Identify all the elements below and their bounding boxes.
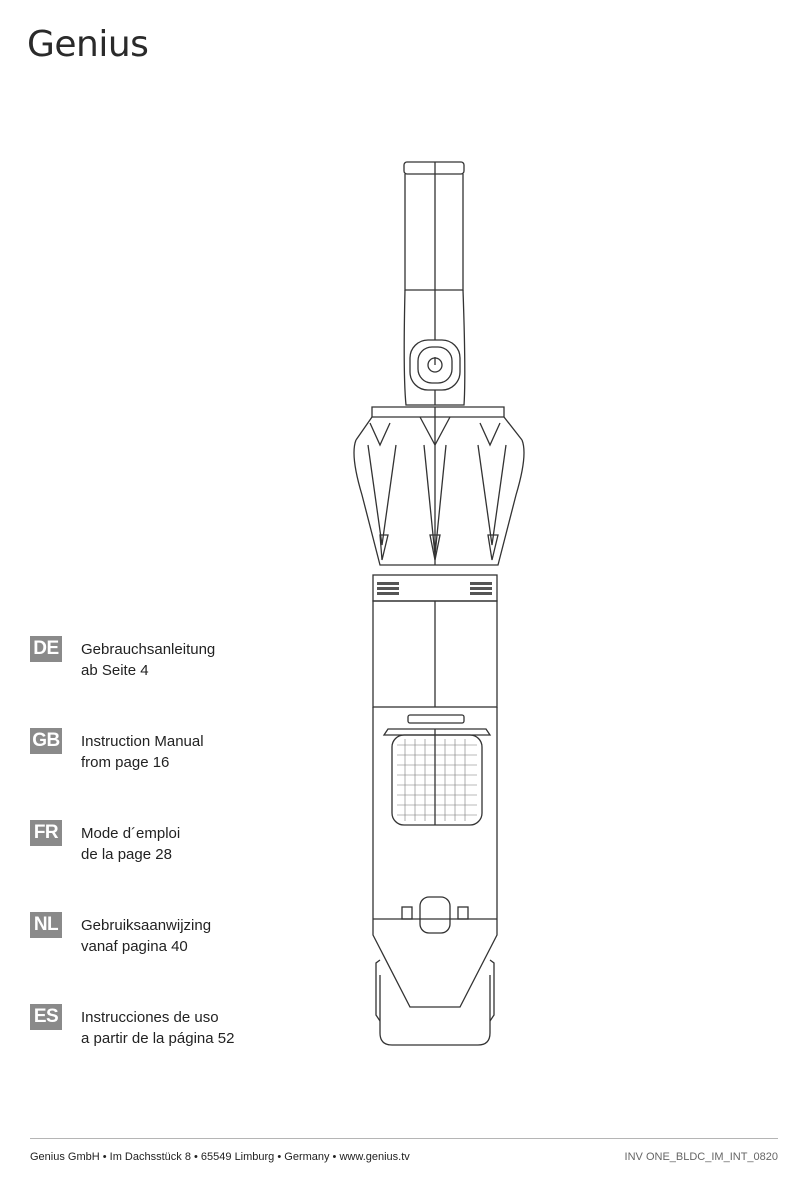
lang-page: ab Seite 4	[81, 662, 149, 679]
lang-description: Mode d´emploi de la page 28	[81, 823, 180, 865]
lang-row-nl: NL Gebruiksaanwijzing vanaf pagina 40	[30, 912, 330, 962]
lang-description: Instruction Manual from page 16	[81, 731, 204, 773]
lang-page: a partir de la página 52	[81, 1030, 235, 1047]
lang-description: Gebrauchsanleitung ab Seite 4	[81, 639, 215, 681]
footer-divider	[30, 1138, 778, 1139]
lang-code-badge: NL	[30, 912, 62, 938]
footer-company: Genius GmbH • Im Dachsstück 8 • 65549 Li…	[30, 1151, 410, 1163]
genius-logo: Genius	[27, 18, 167, 68]
lang-title: Gebrauchsanleitung	[81, 641, 216, 658]
lang-title: Instruction Manual	[81, 733, 204, 750]
lang-code-badge: GB	[30, 728, 62, 754]
lang-row-fr: FR Mode d´emploi de la page 28	[30, 820, 330, 870]
lang-code-badge: FR	[30, 820, 62, 846]
handle	[403, 289, 466, 406]
lang-title: Mode d´emploi	[81, 825, 181, 842]
lang-description: Gebruiksaanwijzing vanaf pagina 40	[81, 915, 211, 957]
cyclone-head	[353, 406, 525, 566]
lang-row-de: DE Gebrauchsanleitung ab Seite 4	[30, 636, 330, 686]
lang-title: Instrucciones de uso	[81, 1009, 219, 1026]
motor-body	[372, 600, 498, 708]
lang-code-badge: DE	[30, 636, 62, 662]
base-rails	[375, 959, 495, 1046]
lang-row-gb: GB Instruction Manual from page 16	[30, 728, 330, 778]
product-illustration	[340, 155, 540, 1065]
power-icon	[427, 357, 443, 373]
vent-band	[372, 574, 498, 602]
lang-description: Instrucciones de uso a partir de la pági…	[81, 1007, 234, 1049]
lang-page: vanaf pagina 40	[81, 938, 188, 955]
logo-text: Genius	[27, 24, 148, 65]
dust-bin	[372, 707, 498, 1008]
lang-title: Gebruiksaanwijzing	[81, 917, 212, 934]
lang-page: from page 16	[81, 754, 170, 771]
lang-row-es: ES Instrucciones de uso a partir de la p…	[30, 1004, 330, 1054]
footer-doc-code: INV ONE_BLDC_IM_INT_0820	[624, 1151, 778, 1163]
lang-page: de la page 28	[81, 846, 172, 863]
lang-code-badge: ES	[30, 1004, 62, 1030]
nozzle-tube	[403, 161, 465, 291]
